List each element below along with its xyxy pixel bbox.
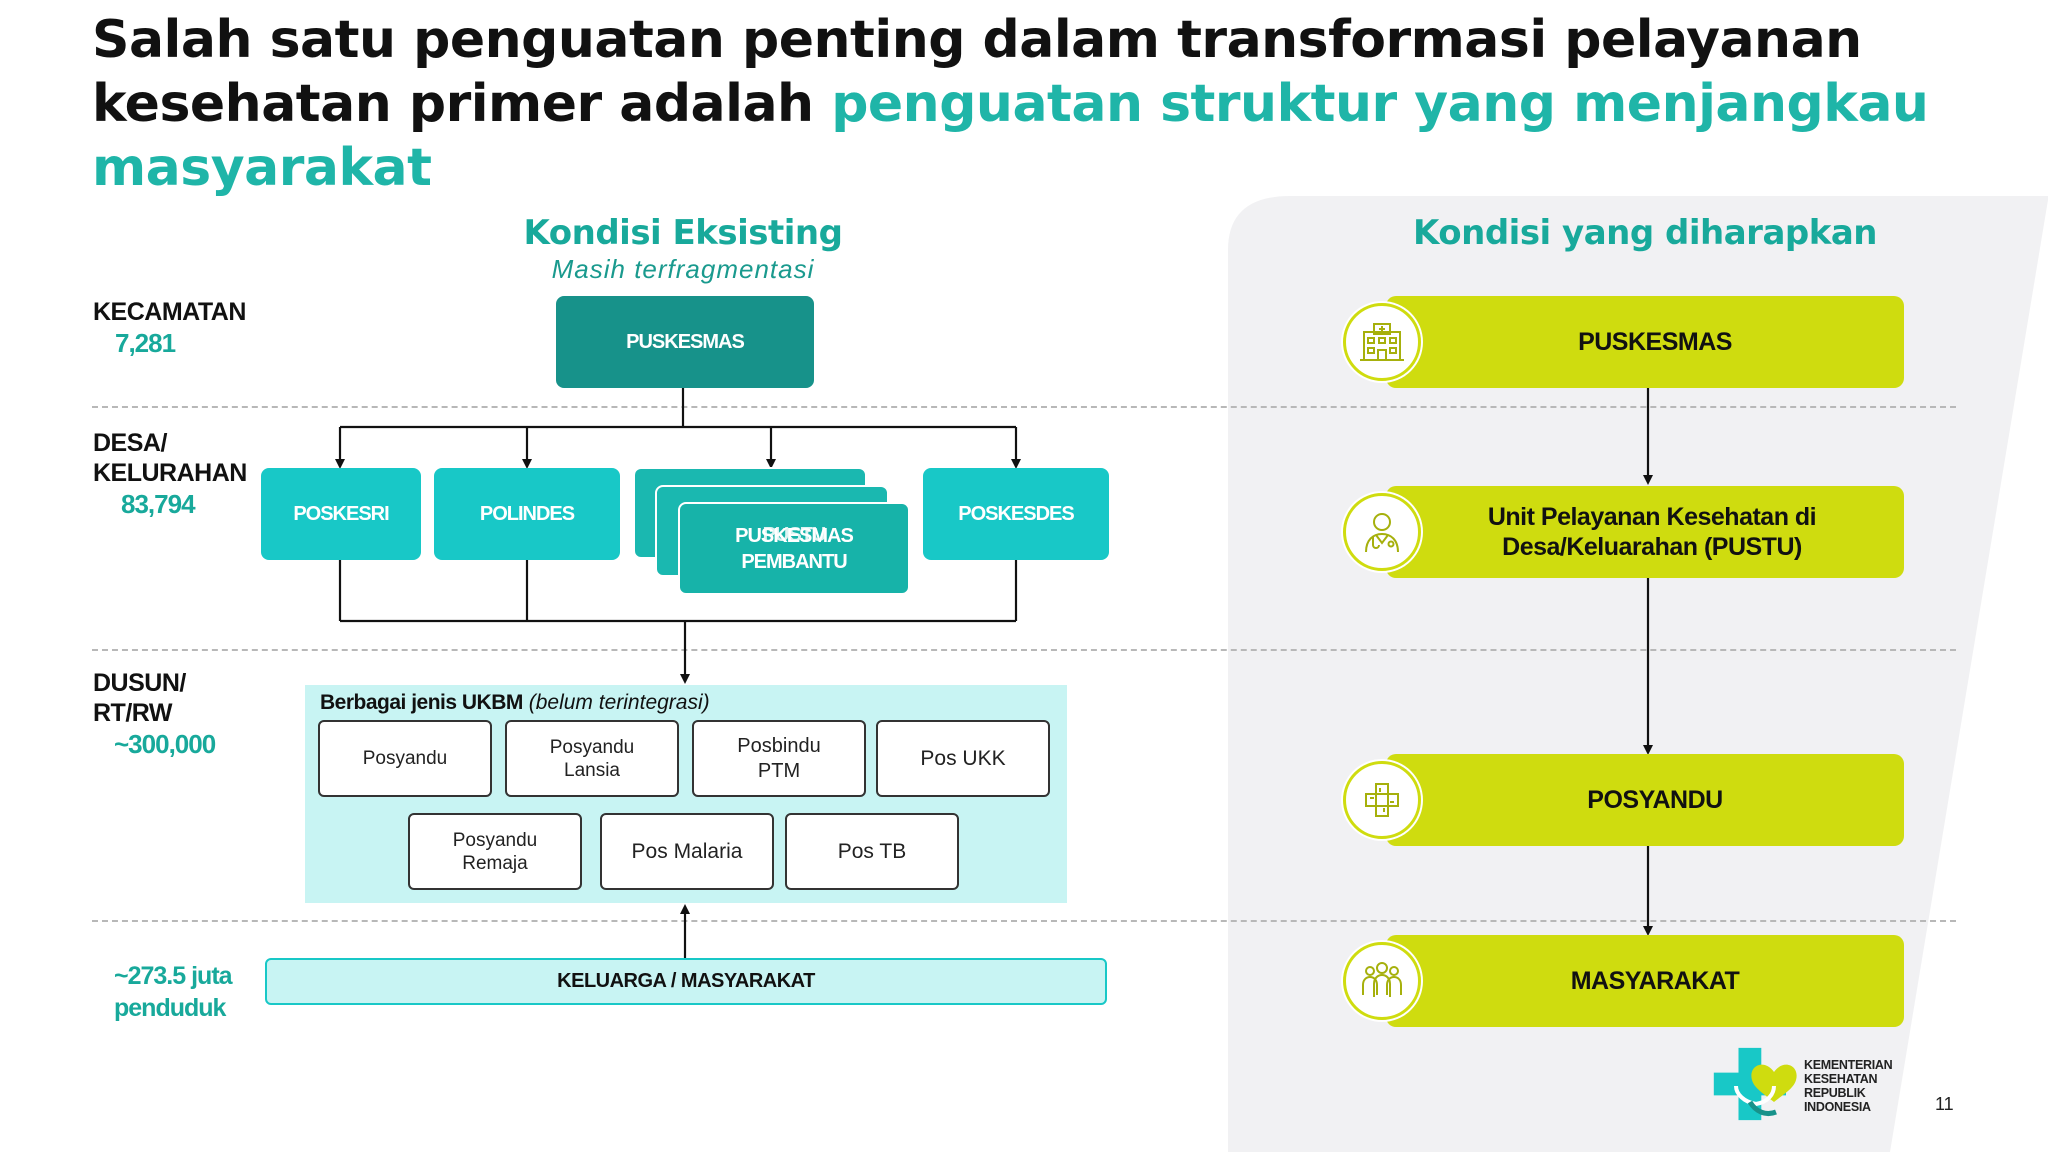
ukbm-item-posbindu-ptm: Posbindu PTM [692, 720, 866, 797]
expected-masyarakat: MASYARAKAT [1386, 935, 1904, 1027]
ukbm-item-pos-ukk: Pos UKK [876, 720, 1050, 797]
level-dusun-count: ~300,000 [114, 729, 216, 759]
existing-polindes: POLINDES [434, 468, 620, 560]
logo-text: KEMENTERIAN KESEHATAN REPUBLIK INDONESIA [1804, 1058, 1893, 1114]
ukbm-item-posyandu-lansia: Posyandu Lansia [505, 720, 679, 797]
level-desa-count: 83,794 [121, 489, 196, 519]
ukbm-title-bold: Berbagai jenis UKBM [320, 691, 523, 714]
expected-pustu: Unit Pelayanan Kesehatan di Desa/Keluara… [1386, 486, 1904, 578]
level-desa-label-1: DESA/ [93, 429, 167, 457]
expected-puskesmas: PUSKESMAS [1386, 296, 1904, 388]
title-plain: Salah satu penguatan penting dalam trans… [92, 10, 1862, 134]
existing-puskesmas: PUSKESMAS [556, 296, 814, 388]
existing-pustu: PUSTU PUSKESMAS PEMBANTU [678, 502, 910, 595]
doctor-icon [1343, 493, 1421, 571]
expected-posyandu: POSYANDU [1386, 754, 1904, 846]
level-kecamatan-label: KECAMATAN [93, 298, 246, 326]
ukbm-item-posyandu: Posyandu [318, 720, 492, 797]
hospital-icon [1343, 303, 1421, 381]
level-desa-label-2: KELURAHAN [93, 459, 247, 487]
population-count-line2: penduduk [114, 994, 226, 1022]
existing-heading: Kondisi Eksisting [523, 213, 843, 253]
existing-subheading: Masih terfragmentasi [551, 254, 815, 284]
title-accent: penguatan struktur yang menjangkau masya… [92, 74, 1929, 198]
ukbm-item-posyandu-remaja: Posyandu Remaja [408, 813, 582, 890]
people-icon [1343, 942, 1421, 1020]
population-count-line1: ~273.5 juta [114, 962, 233, 990]
ukbm-title: Berbagai jenis UKBM (belum terintegrasi) [320, 691, 710, 715]
expected-heading: Kondisi yang diharapkan [1413, 213, 1877, 253]
hands-icon [1343, 761, 1421, 839]
divider-2 [92, 649, 1956, 651]
logo-line-4: INDONESIA [1804, 1100, 1871, 1114]
logo-line-3: REPUBLIK [1804, 1086, 1866, 1100]
level-dusun-label-2: RT/RW [93, 699, 172, 727]
existing-poskesdes: POSKESDES [923, 468, 1109, 560]
existing-pustu-line2: PEMBANTU [741, 550, 847, 573]
ukbm-title-italic: (belum terintegrasi) [528, 691, 710, 714]
slide-title: Salah satu penguatan penting dalam trans… [92, 8, 1972, 200]
kemenkes-logo [1713, 1047, 1797, 1121]
page-number: 11 [1935, 1094, 1954, 1114]
level-dusun-label-1: DUSUN/ [93, 669, 186, 697]
divider-3 [92, 920, 1956, 922]
divider-1 [92, 406, 1956, 408]
ukbm-item-pos-tb: Pos TB [785, 813, 959, 890]
population-count: ~273.5 juta penduduk [114, 960, 233, 1024]
logo-line-2: KESEHATAN [1804, 1072, 1878, 1086]
logo-line-1: KEMENTERIAN [1804, 1058, 1893, 1072]
ukbm-item-pos-malaria: Pos Malaria [600, 813, 774, 890]
existing-poskesri: POSKESRI [261, 468, 421, 560]
level-kecamatan-count: 7,281 [115, 328, 176, 358]
existing-pustu-overlap-label: PUSTU [762, 524, 827, 546]
existing-pustu-line1: PUSKESMAS [735, 524, 854, 547]
existing-keluarga-masyarakat: KELUARGA / MASYARAKAT [265, 958, 1107, 1005]
